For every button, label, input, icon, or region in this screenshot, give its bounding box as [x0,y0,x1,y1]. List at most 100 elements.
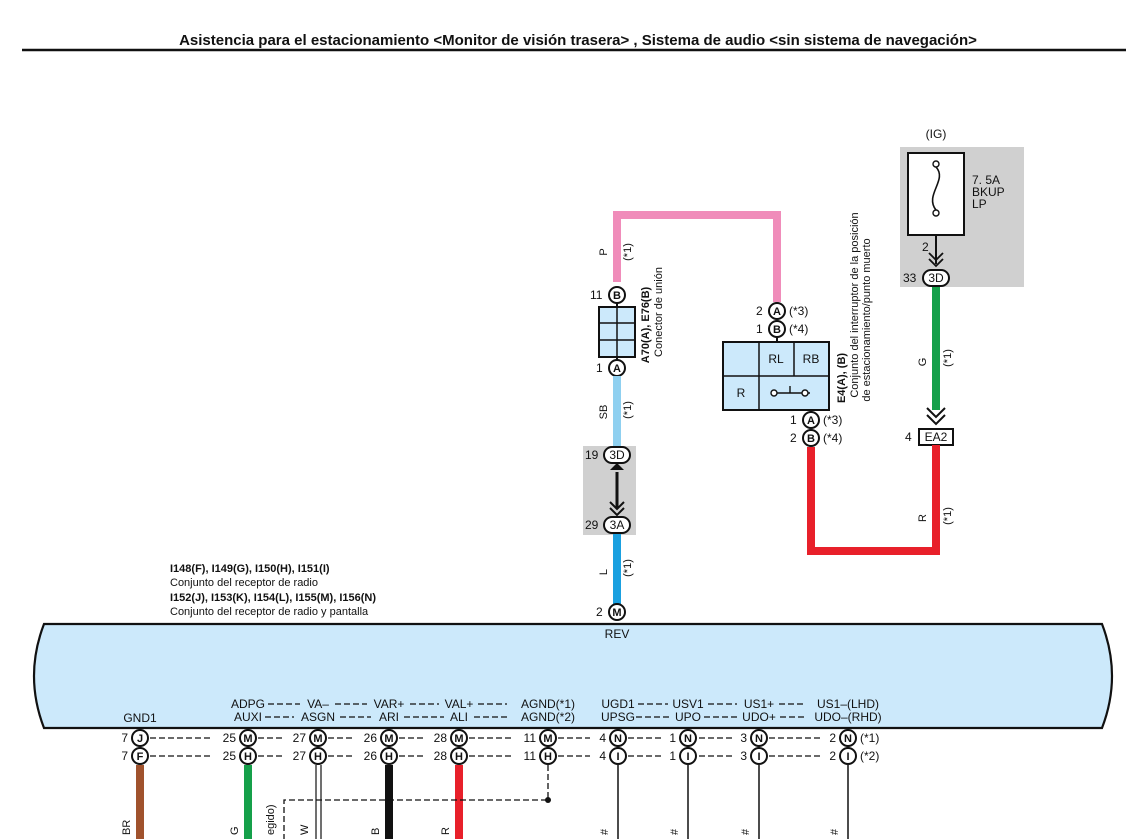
label-top-3: VAL+ [445,697,474,711]
bottom-label-6: # [599,828,611,835]
terminal-connector-letter: M [543,733,552,745]
terminal-ring [750,729,768,747]
terminal-pin-number: 1 [669,731,676,745]
junction-id: A70(A), E76(B) [640,286,652,363]
junction-bottom-pin: 1 [596,361,603,375]
terminal-connector-letter: N [684,733,692,745]
terminal-pin-number: 1 [669,749,676,763]
terminal-connector-letter: M [243,733,252,745]
terminal-ring [239,747,257,765]
terminal-ring [380,729,398,747]
wire-pink-note: (*1) [622,243,634,261]
radio-name-2: Conjunto del receptor de radio y pantall… [170,606,369,618]
terminal-pin-number: 2 [829,749,836,763]
switch-contact-left-icon [770,389,778,397]
terminal-connector-letter: H [385,751,393,763]
bottom-label-1: G [229,826,241,835]
terminal-pin-number: 4 [599,749,606,763]
switch-top-b-pin: 1 [756,322,763,336]
label-bottom-4: AGND(*2) [521,710,575,724]
fuse-contact-top [932,160,940,168]
fuse-element-icon [931,166,941,211]
switch-cell-rl: RL [768,352,784,366]
terminal-connector-letter: I [686,751,689,763]
fuse-connector-label: 3D [928,271,944,285]
bottom-label-8: # [740,828,752,835]
bottom-label-3: W [299,824,311,835]
row2-note: (*2) [860,749,879,763]
terminal-pin-number: 11 [524,731,537,745]
row1-note: (*1) [860,731,879,745]
junction-name: Conector de unión [653,267,665,357]
label-bottom-2: ARI [379,710,399,724]
switch-name-2: de estacionamiento/punto muerto [861,238,873,401]
wire-blue-note: (*1) [622,559,634,577]
wire-skyblue-note: (*1) [622,401,634,419]
radio-ids-2: I152(J), I153(K), I154(L), I155(M), I156… [170,592,376,604]
rev-conn: M [612,607,621,619]
ea2-label: EA2 [925,430,948,444]
label-top-2: VAR+ [374,697,405,711]
rev-label: REV [605,627,630,641]
switch-bottom-b-pin: 2 [790,431,797,445]
terminal-row-dashes [150,737,822,757]
radio-receiver-panel [32,622,1114,730]
ea2-chevron-icon [926,407,946,426]
terminal-connector-letter: I [846,751,849,763]
terminal-ring [609,729,627,747]
radio-name-1: Conjunto del receptor de radio [170,577,318,589]
terminal-ring [131,729,149,747]
terminal-connector-letter: H [455,751,463,763]
junction-top-pin: 11 [590,288,603,302]
switch-id: E4(A), (B) [836,353,848,403]
switch-contact-right-icon [801,389,809,397]
terminal-ring [539,729,557,747]
label-top-7: US1+ [744,697,774,711]
terminal-ring [380,747,398,765]
fuse-name-1: BKUP [972,185,1005,199]
terminal-connector-letter: H [244,751,252,763]
terminal-ring [450,747,468,765]
switch-cell-r: R [737,386,746,400]
bottom-label-7: # [669,828,681,835]
fuse-contact-bottom [932,209,940,217]
terminal-connector-letter: H [314,751,322,763]
terminal-ring [450,729,468,747]
fuse-connector-ring [922,269,950,287]
terminal-ring [609,747,627,765]
terminal-ring [750,747,768,765]
switch-bottom-a-conn: A [807,415,815,427]
switch-top-b-conn: B [773,324,781,336]
wire-red-note: (*1) [942,507,954,525]
wire-pink-label: P [598,248,610,255]
inline-down-chevron-icon [609,501,625,517]
switch-top-a-note: (*3) [789,304,808,318]
switch-bottom-b-note: (*4) [823,431,842,445]
terminal-connector-letter: J [137,733,143,745]
terminal-ring [679,729,697,747]
fuse-chevron-icon [928,252,944,268]
bottom-wires [136,765,849,839]
terminal-pin-number: 26 [364,749,378,763]
radio-ids-1: I148(F), I149(G), I150(H), I151(I) [170,563,330,575]
terminal-ring [679,747,697,765]
wire-skyblue-label: SB [598,405,610,420]
terminal-pin-number: 28 [434,731,448,745]
fuse-connector-pin: 33 [903,271,917,285]
switch-bottom-a-ring [802,411,820,429]
switch-cell-rb: RB [803,352,820,366]
terminal-connector-letter: N [614,733,622,745]
wire-blue-label: L [598,569,610,575]
label-top-4: AGND(*1) [521,697,575,711]
label-top-5: UGD1 [601,697,635,711]
inline-lower-conn: 3A [610,518,625,532]
inline-lower-pin: 29 [585,518,599,532]
terminal-pin-number: 2 [829,731,836,745]
wire-red-label: R [917,514,929,522]
terminal-ring [839,747,857,765]
label-dashes [265,703,806,718]
inline-upper-conn: 3D [609,448,625,462]
bottom-label-4: B [370,828,382,835]
terminal-pin-number: 3 [740,731,747,745]
